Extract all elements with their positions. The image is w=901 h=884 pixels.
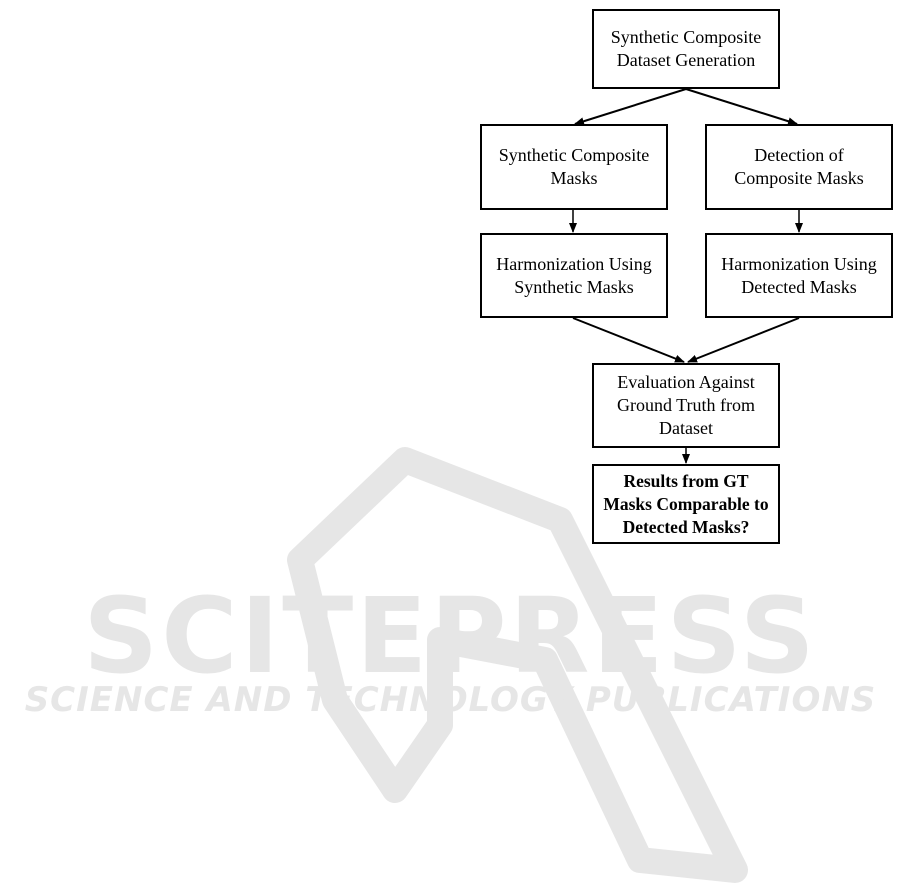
node-synthetic-composite-masks-label: Synthetic Composite Masks [498,145,650,188]
arrow-generation-to-synthetic-masks [574,88,687,126]
node-detection-of-composite-masks: Detection of Composite Masks [705,124,893,210]
node-harmonization-detected-masks-label: Harmonization Using Detected Masks [721,253,877,297]
node-synthetic-composite-masks: Synthetic Composite Masks [480,124,668,210]
node-harmonization-detected-masks: Harmonization Using Detected Masks [705,233,893,318]
arrow-harmonization-detected-to-evaluation [687,317,800,363]
node-evaluation-label: Evaluation Against Ground Truth from Dat… [616,372,755,438]
node-harmonization-synthetic-masks-label: Harmonization Using Synthetic Masks [496,253,652,297]
node-harmonization-synthetic-masks: Harmonization Using Synthetic Masks [480,233,668,318]
node-detection-of-composite-masks-label: Detection of Composite Masks [734,145,864,188]
node-dataset-generation-label: Synthetic Composite Dataset Generation [610,27,762,70]
node-dataset-generation: Synthetic Composite Dataset Generation [592,9,780,89]
node-evaluation: Evaluation Against Ground Truth from Dat… [592,363,780,448]
watermark-brand: SCITEPRESS [83,575,818,697]
watermark-tagline: SCIENCE AND TECHNOLOGY PUBLICATIONS [24,680,877,720]
node-results-question: Results from GT Masks Comparable to Dete… [592,464,780,544]
arrow-harmonization-synthetic-to-evaluation [572,317,685,363]
node-results-question-label: Results from GT Masks Comparable to Dete… [603,470,769,537]
arrow-generation-to-detection [685,88,798,126]
